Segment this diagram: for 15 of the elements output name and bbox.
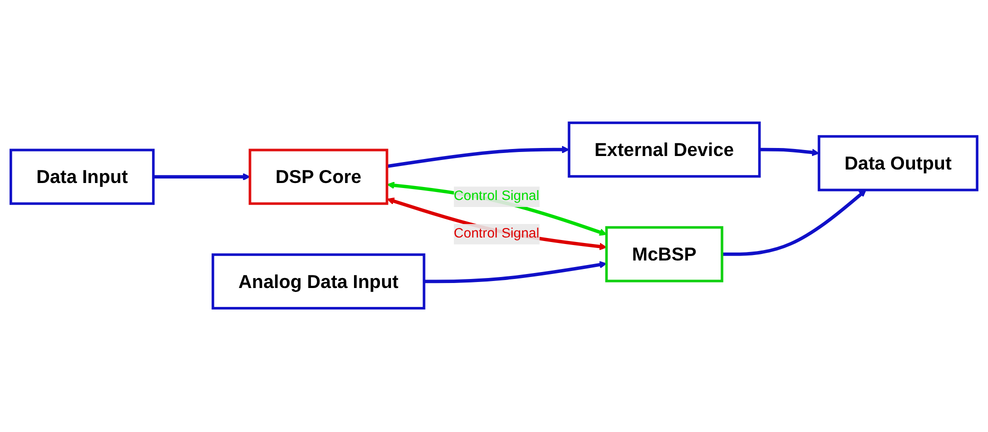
node-box: Analog Data Input bbox=[212, 254, 426, 310]
arrow bbox=[759, 148, 820, 157]
arrow bbox=[386, 198, 607, 251]
arrow bbox=[153, 174, 250, 182]
node-box: External Device bbox=[568, 122, 761, 178]
arrow bbox=[722, 190, 866, 256]
node-box: DSP Core bbox=[248, 149, 388, 206]
edge-label: Control Signal bbox=[454, 190, 540, 204]
edge-label: Control Signal bbox=[454, 227, 540, 242]
node-box: McBSP bbox=[605, 226, 724, 283]
node-box: Data Input bbox=[10, 149, 155, 206]
node-box: Data Output bbox=[818, 136, 978, 192]
arrow bbox=[424, 261, 607, 284]
arrow bbox=[386, 182, 607, 236]
arrow bbox=[386, 146, 570, 169]
